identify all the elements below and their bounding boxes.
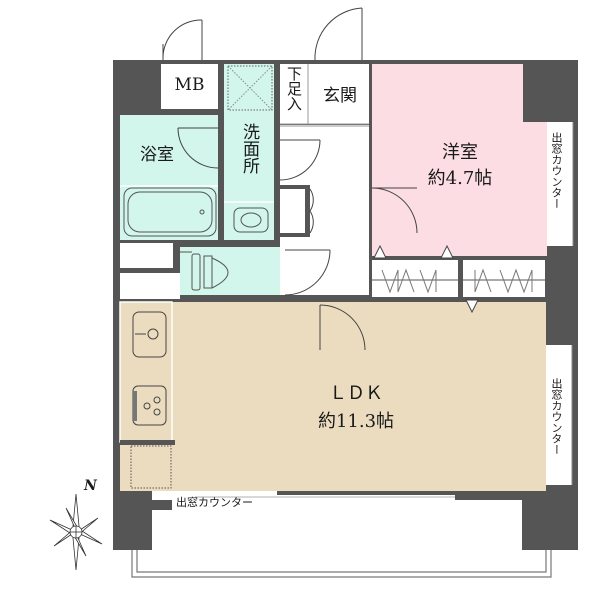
ldk-label: ＬＤＫ 約11.3帖 xyxy=(296,380,416,436)
compass-rose xyxy=(49,493,103,571)
ldk-area: 約11.3帖 xyxy=(317,411,395,432)
ldk-floor xyxy=(120,302,546,491)
compass-north-label: N xyxy=(84,478,97,494)
western-room-floor xyxy=(372,64,547,256)
counter-right-lower-label: 出窓カウンター xyxy=(550,378,563,455)
mb-label: MB xyxy=(174,75,205,95)
counter-bottom-label: 出窓カウンター xyxy=(176,496,253,509)
washroom-floor xyxy=(224,64,274,240)
entrance-label: 玄関 xyxy=(323,86,357,106)
western-room-label: 洋室 約4.7帖 xyxy=(400,140,520,192)
bathroom-floor xyxy=(120,115,218,240)
toilet-floor xyxy=(180,247,280,295)
western-room-name: 洋室 xyxy=(442,142,478,163)
shoe-closet-label: 下足入 xyxy=(285,66,303,111)
bathroom-label: 浴室 xyxy=(140,145,174,165)
balcony xyxy=(131,549,552,578)
ldk-name: ＬＤＫ xyxy=(329,383,383,404)
counter-right-upper-label: 出窓カウンター xyxy=(550,132,563,209)
washroom-label: 洗面所 xyxy=(239,123,259,174)
western-room-area: 約4.7帖 xyxy=(427,168,493,189)
